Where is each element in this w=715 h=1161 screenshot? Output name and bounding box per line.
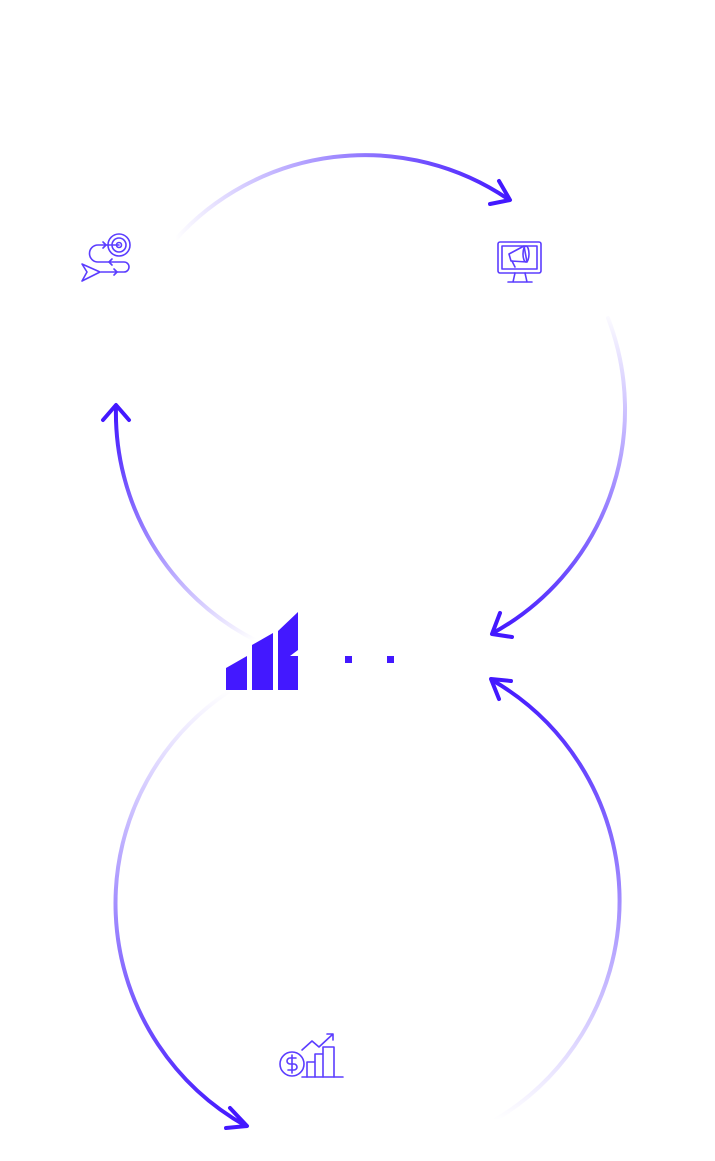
bar-logo-icon [226,612,394,690]
target-strategy-icon [81,233,131,282]
arrow-right-lower [489,677,622,1122]
dot [345,656,352,663]
arrow-top [173,153,512,242]
monitor-megaphone-icon [497,241,542,283]
arrow-right-upper [490,316,628,639]
arrow-left-upper [101,403,257,642]
arrow-left-lower [113,690,249,1130]
dollar-growth-chart-icon [279,1033,344,1078]
dot [387,656,394,663]
